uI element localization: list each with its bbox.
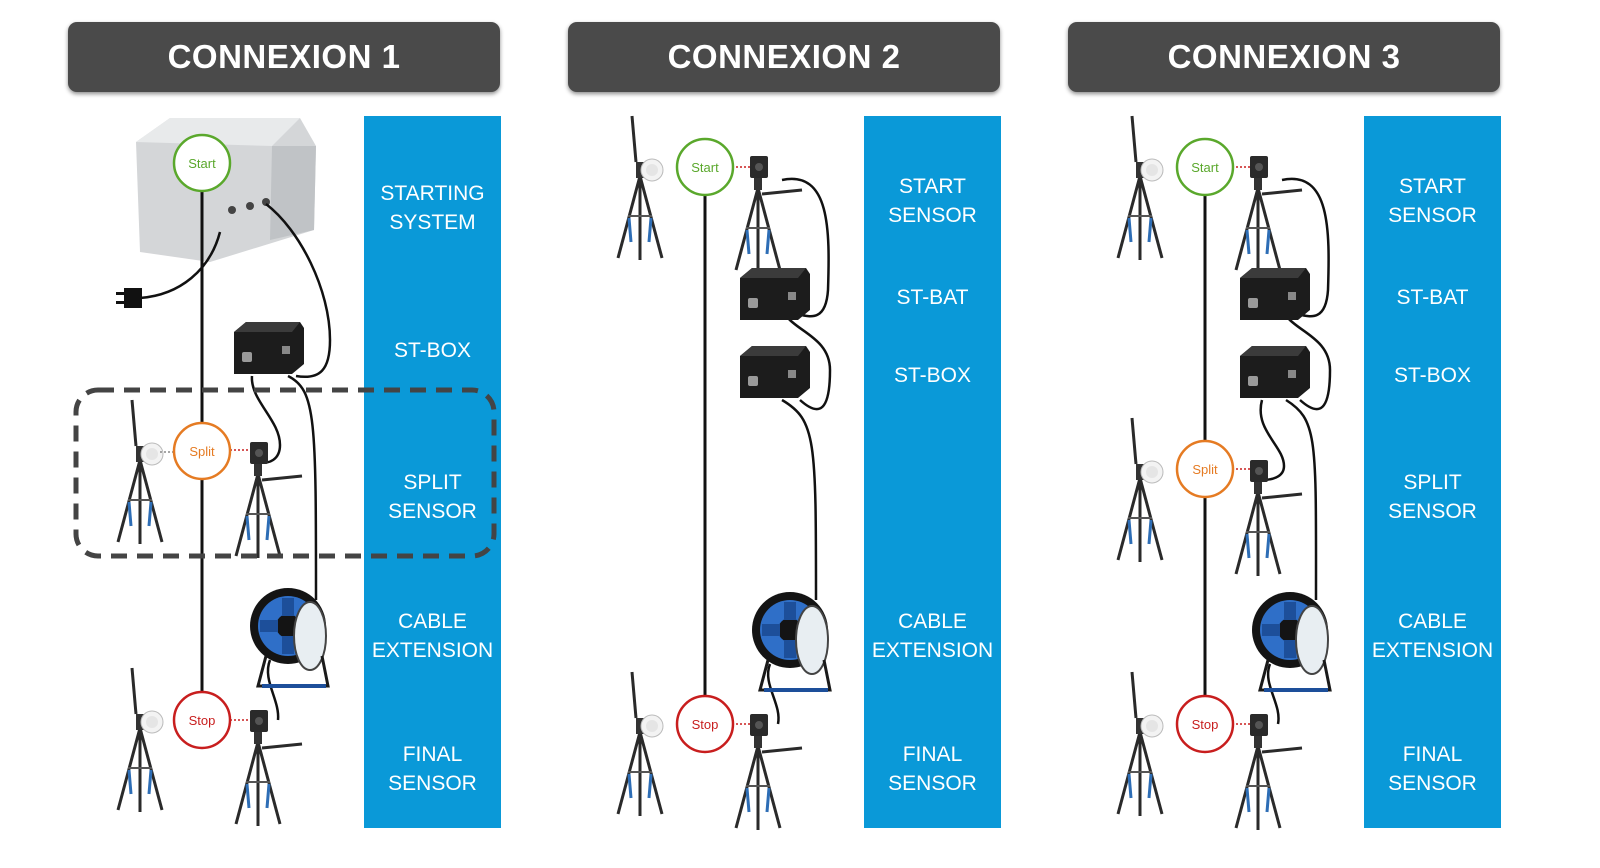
stop-node — [1175, 694, 1235, 754]
stop-node — [172, 690, 232, 750]
start-node-label: Start — [1191, 160, 1219, 175]
connexion-2-diagram: Start Stop — [618, 116, 832, 830]
st-box — [234, 322, 304, 374]
cable-reel — [750, 590, 832, 692]
st-box — [740, 346, 810, 398]
stop-node-label: Stop — [189, 713, 216, 728]
start-node-label: Start — [188, 156, 216, 171]
connexion-3-header: CONNEXION 3 — [1068, 22, 1500, 92]
plug-icon — [116, 288, 142, 308]
st-box — [1240, 346, 1310, 398]
st-bat — [1240, 268, 1310, 320]
split-group-outline — [73, 387, 497, 559]
cable-reel — [1250, 590, 1332, 692]
split-node — [1175, 439, 1235, 499]
start-node — [675, 137, 735, 197]
start-node-label: Start — [691, 160, 719, 175]
label-st-box: ST-BOX — [1393, 364, 1472, 387]
label-st-box: ST-BOX — [893, 364, 972, 387]
start-node — [1175, 137, 1235, 197]
stop-node-label: Stop — [692, 717, 719, 732]
connexion-1-diagram: Start Split Stop — [73, 118, 497, 826]
st-bat — [740, 268, 810, 320]
label-st-box: ST-BOX — [393, 339, 472, 362]
cable-reel — [248, 586, 330, 688]
label-st-bat: ST-BAT — [896, 286, 969, 309]
split-node — [172, 421, 232, 481]
start-node — [172, 133, 232, 193]
starting-system-box — [136, 118, 316, 262]
connexion-1-header: CONNEXION 1 — [68, 22, 500, 92]
stop-node — [675, 694, 735, 754]
connexion-2-header: CONNEXION 2 — [568, 22, 1000, 92]
connexion-3-diagram: Start Split Stop — [1118, 116, 1332, 830]
label-st-bat: ST-BAT — [1396, 286, 1469, 309]
split-node-label: Split — [189, 444, 215, 459]
stop-node-label: Stop — [1192, 717, 1219, 732]
split-node-label: Split — [1192, 462, 1218, 477]
